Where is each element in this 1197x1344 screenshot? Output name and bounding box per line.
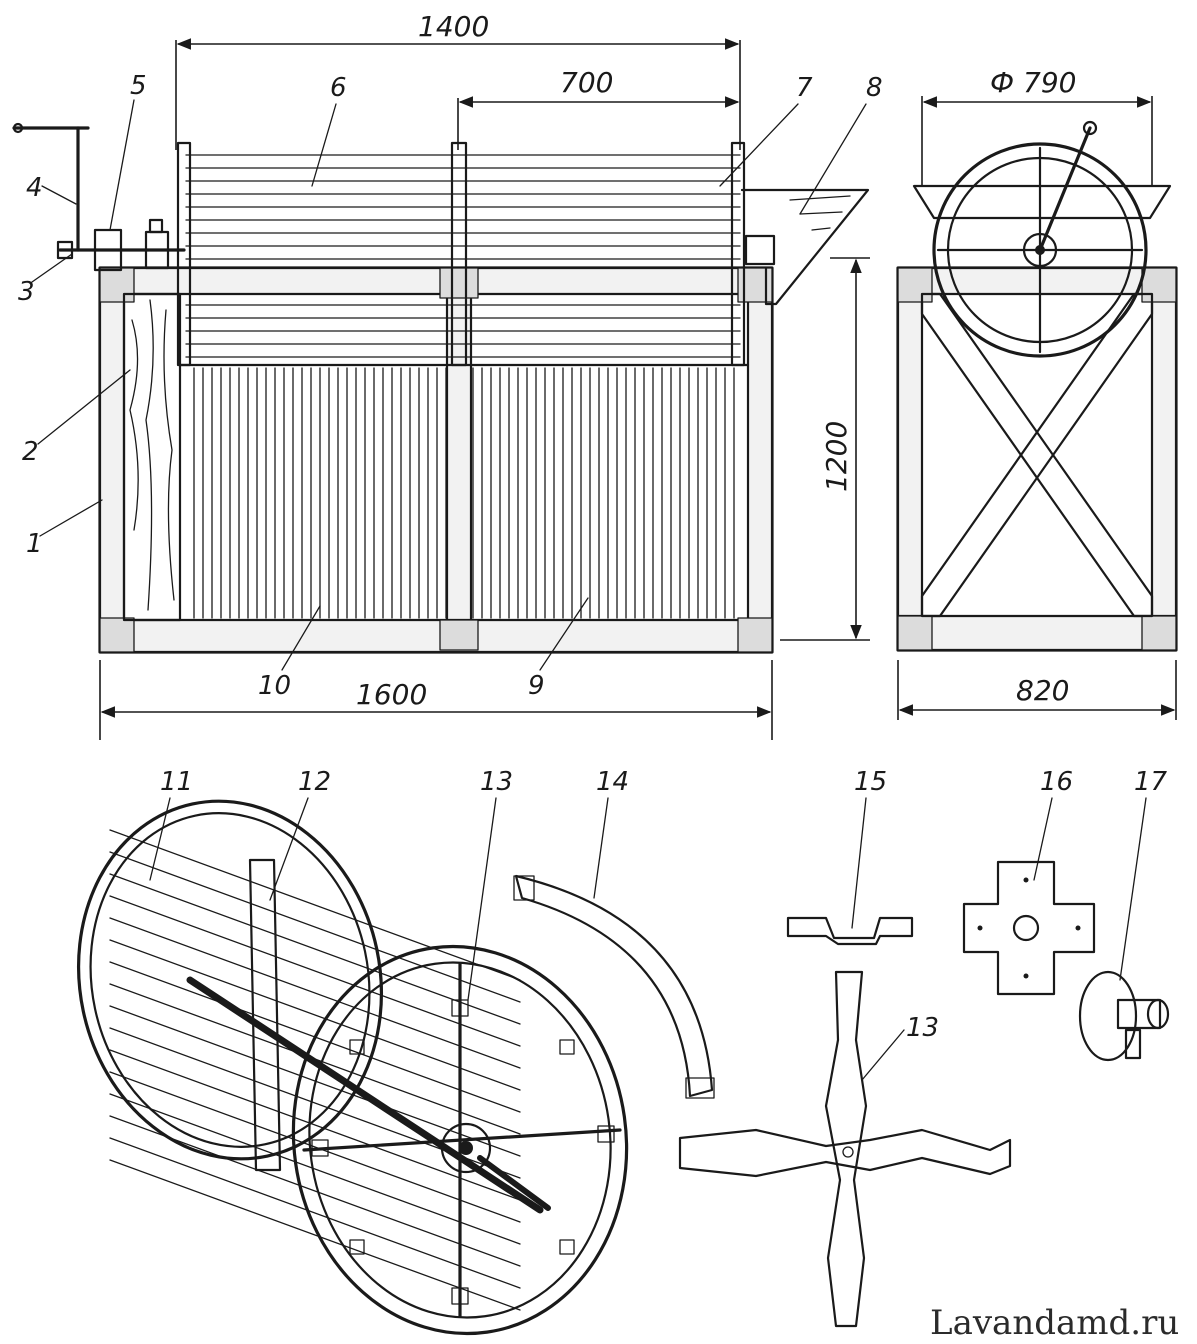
hopper-side [912,184,1172,220]
label-9: 9 [528,671,545,701]
drum-axle [186,976,544,1214]
drum-slat [109,895,521,1047]
drum-perspective [76,799,629,1336]
drum-slats-lower [193,367,735,619]
side-frame [896,266,1178,652]
drum-slat [109,873,521,1025]
drum-back-ring [76,799,384,1161]
cross-brace-2 [920,292,1154,618]
callouts-front: 1 2 3 4 5 6 7 8 9 10 [18,71,883,701]
dim-1200: 1200 [820,421,853,492]
dimension-top-length: 1400 [175,10,741,150]
frame-post-left [98,266,126,654]
label-17: 17 [1134,767,1168,797]
drum-slat [109,1071,521,1223]
dimension-drum-diameter: Ф 790 [921,66,1153,186]
frame-post-right [746,266,774,654]
bearing-17 [1078,970,1170,1062]
dimension-height: 1200 [780,257,870,641]
dim-phi-790: Ф 790 [990,66,1076,99]
frame-top-rail [98,266,774,296]
side-view [896,120,1178,652]
label-10: 10 [258,671,291,701]
side-crank [1038,126,1092,252]
hub-flange-16 [962,860,1096,996]
callouts-lower: 11 12 13 14 15 16 17 13 [149,767,1168,1081]
dim-700: 700 [560,66,613,99]
dim-1600: 1600 [356,678,427,711]
label-16: 16 [1040,767,1073,797]
label-12: 12 [298,767,331,797]
cross-brace-1 [920,292,1154,618]
drum-wheel-outer [932,142,1148,358]
drum-slat [109,1093,521,1245]
rim-segment-14 [514,874,714,1098]
label-1: 1 [26,529,43,559]
label-15: 15 [854,767,887,797]
bracket-15 [786,916,914,946]
label-6: 6 [330,73,347,103]
label-7: 7 [796,73,813,103]
watermark: Lavandamd.ru [930,1303,1179,1343]
dimension-frame-width: 820 [897,660,1177,720]
label-13: 13 [480,767,513,797]
dim-1400: 1400 [418,10,489,43]
drum-slat [109,829,521,981]
label-8: 8 [866,73,883,103]
drum-slat [109,1049,521,1201]
label-14: 14 [596,767,629,797]
hopper-front [740,188,870,306]
label-13-spoke: 13 [906,1013,939,1043]
drum-slat [109,939,521,1091]
label-5: 5 [130,71,147,101]
drum-front-ring [291,944,629,1336]
dimension-half-length: 700 [457,66,740,150]
drum-slat [109,1115,521,1267]
label-4: 4 [26,173,43,203]
drum-slat [109,1137,521,1289]
drum-slat [109,851,521,1003]
label-11: 11 [160,767,193,797]
side-board [122,292,182,622]
frame-bottom-rail [98,618,774,654]
bearing-5 [93,228,123,272]
drum-crossbar-12 [248,858,282,1172]
crank-assembly [12,122,776,272]
drum-slat [109,1159,521,1311]
label-2: 2 [22,437,39,467]
dimension-total-length: 1600 [99,660,773,740]
label-3: 3 [18,277,35,307]
drum-slats-upper [185,154,741,358]
drum-ring-right [730,141,746,367]
spoke-cross-13 [678,970,1012,1328]
frame-post-middle [445,266,473,654]
drum-slat [109,917,521,1069]
front-view [12,122,870,654]
dim-820: 820 [1016,674,1069,707]
